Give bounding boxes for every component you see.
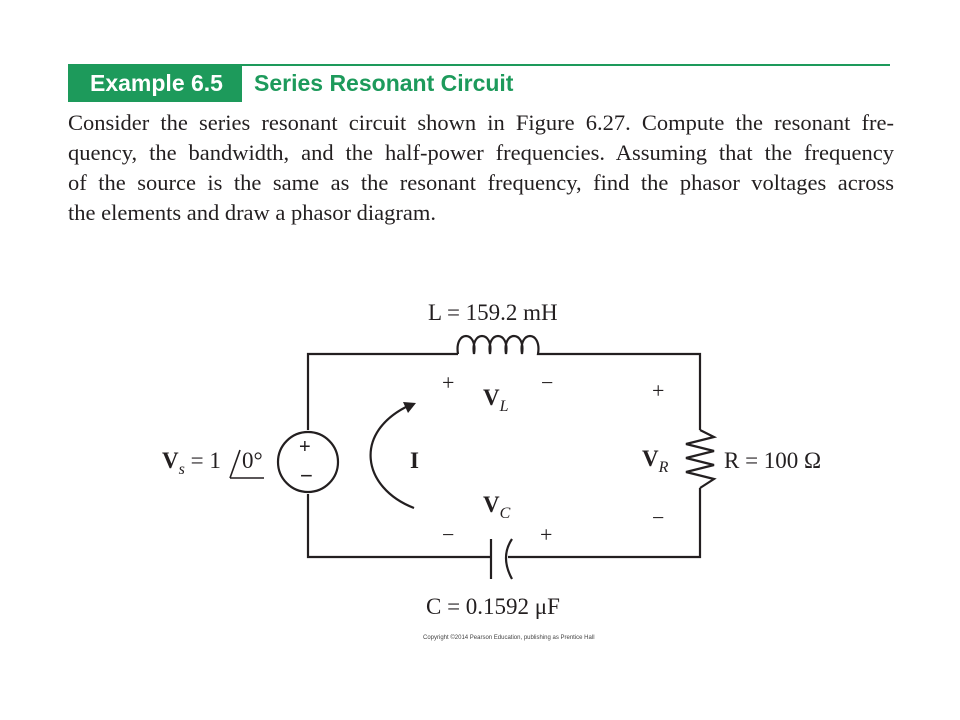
- header-rule: [68, 64, 890, 66]
- example-title: Series Resonant Circuit: [254, 70, 514, 96]
- source-label-value: = 1: [185, 448, 221, 473]
- wire-bottom-right: [508, 488, 702, 559]
- inductor-coil: [456, 335, 541, 356]
- vl-plus: +: [442, 370, 454, 395]
- vc-label-v: V: [483, 492, 500, 517]
- problem-line-4: the elements and draw a phasor diagram.: [68, 200, 436, 225]
- source-plus: +: [299, 436, 311, 458]
- current-arrow-arc: [369, 404, 415, 510]
- angle-slash: [229, 449, 241, 479]
- wire-top-right: [541, 352, 702, 430]
- voltage-source-circle: [276, 430, 340, 494]
- vc-plus: +: [540, 522, 552, 547]
- wire-top-left: [306, 352, 458, 430]
- vr-label-sub: R: [658, 459, 669, 476]
- vr-minus: −: [652, 505, 664, 530]
- resistor-zigzag: [685, 429, 718, 489]
- current-label: I: [410, 448, 419, 473]
- copyright-notice: Copyright ©2014 Pearson Education, publi…: [423, 635, 595, 641]
- source-angle: 0°: [242, 448, 263, 473]
- example-number-badge: Example 6.5: [68, 65, 242, 102]
- vl-label: VL: [483, 385, 509, 415]
- current-arrow-head: [403, 402, 416, 413]
- source-label-v: V: [162, 448, 179, 473]
- vc-label-sub: C: [500, 505, 511, 522]
- problem-line-3: of the source is the same as the resonan…: [68, 170, 894, 195]
- problem-statement: Consider the series resonant circuit sho…: [68, 108, 894, 228]
- capacitor-label: C = 0.1592 μF: [426, 594, 560, 619]
- vr-label: VR: [642, 446, 669, 476]
- source-label-sub: s: [179, 461, 185, 478]
- problem-line-1: Consider the series resonant circuit sho…: [68, 110, 894, 135]
- vc-minus: −: [442, 522, 454, 547]
- problem-line-2: quency, the bandwidth, and the half-powe…: [68, 140, 894, 165]
- wire-bottom-left: [306, 494, 491, 559]
- vl-minus: −: [541, 370, 553, 395]
- vl-label-sub: L: [499, 398, 509, 415]
- vr-label-v: V: [642, 446, 659, 471]
- capacitor-plate-curved: [504, 538, 513, 580]
- resistor-label: R = 100 Ω: [724, 448, 821, 473]
- vl-label-v: V: [483, 385, 500, 410]
- source-label: Vs = 1: [162, 448, 221, 478]
- source-minus: −: [300, 463, 313, 488]
- vr-plus: +: [652, 378, 664, 403]
- inductor-label: L = 159.2 mH: [428, 300, 558, 325]
- vc-label: VC: [483, 492, 511, 522]
